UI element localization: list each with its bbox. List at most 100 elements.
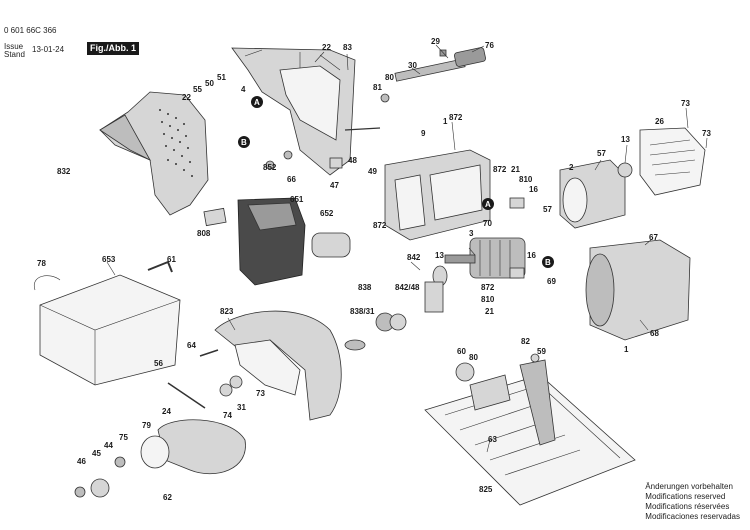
part-label: 653 (102, 255, 116, 264)
part-label: 1 (443, 117, 448, 126)
part-label: 842 (407, 253, 421, 262)
part-label: 13 (621, 135, 630, 144)
part-label: 16 (527, 251, 536, 260)
part-label: 810 (481, 295, 495, 304)
part-label: 838/31 (350, 307, 375, 316)
part-number-labels: 22 83 29 76 30 80 81 73 26 73 55 50 51 4… (37, 37, 711, 502)
part-label: 838 (358, 283, 372, 292)
part-label: 842/48 (395, 283, 420, 292)
part-label: 810 (519, 175, 533, 184)
shaft-part (394, 47, 486, 82)
part-label: 80 (469, 353, 478, 362)
lower-guard-part (140, 419, 246, 474)
notice-line-fr: Modifications réservées (645, 502, 730, 511)
part-label: 66 (287, 175, 296, 184)
hex-key-part (147, 260, 173, 273)
part-label: 832 (57, 167, 71, 176)
part-label: 83 (343, 43, 352, 52)
part-label: 60 (457, 347, 466, 356)
part-label: 73 (702, 129, 711, 138)
connector-a2-label: A (485, 200, 491, 209)
figure-label: Fig./Abb. 1 (87, 42, 139, 55)
part-label: 872 (373, 221, 387, 230)
part-label: 55 (193, 85, 202, 94)
part-label: 59 (537, 347, 546, 356)
part-label: 872 (493, 165, 507, 174)
part-label: 62 (163, 493, 172, 502)
base-plate-part (424, 359, 636, 506)
part-label: 44 (104, 441, 113, 450)
document-number: 0 601 66C 366 (4, 26, 57, 35)
part-label: 16 (529, 185, 538, 194)
part-label: 47 (330, 181, 339, 190)
notice-line-es: Modificaciones reservadas (645, 512, 740, 521)
part-label: 76 (485, 41, 494, 50)
part-label: 31 (237, 403, 246, 412)
part-label: 4 (241, 85, 246, 94)
part-label: 67 (649, 233, 658, 242)
part-label: 872 (449, 113, 463, 122)
part-label: 30 (408, 61, 417, 70)
part-label: 57 (597, 149, 606, 158)
part-label: 22 (182, 93, 191, 102)
part-label: 13 (435, 251, 444, 260)
motor-stator-part (559, 159, 626, 229)
part-label: 21 (485, 307, 494, 316)
part-label: 73 (681, 99, 690, 108)
part-label: 48 (348, 156, 357, 165)
issue-date: 13-01-24 (32, 45, 65, 54)
part-label: 45 (92, 449, 101, 458)
part-label: 872 (481, 283, 495, 292)
part-label: 29 (431, 37, 440, 46)
part-label: 82 (521, 337, 530, 346)
part-label: 75 (119, 433, 128, 442)
connector-b-marker (238, 136, 250, 148)
battery-cap-part (311, 232, 351, 258)
field-housing-part (384, 149, 491, 241)
part-label: 22 (322, 43, 331, 52)
part-label: 73 (256, 389, 265, 398)
part-label: 50 (205, 79, 214, 88)
connector-a-marker (251, 96, 263, 108)
part-label: 68 (650, 329, 659, 338)
notice-line-en: Modifications reserved (645, 492, 726, 501)
notice-line-de: Änderungen vorbehalten (645, 482, 733, 491)
blade-guard-part (214, 310, 342, 421)
part-label: 24 (162, 407, 171, 416)
part-label: 70 (483, 219, 492, 228)
part-label: 825 (479, 485, 493, 494)
part-label: 2 (569, 163, 574, 172)
part-label: 81 (373, 83, 382, 92)
part-label: 80 (385, 73, 394, 82)
part-label: 823 (220, 307, 234, 316)
fan-cover-part (639, 127, 706, 196)
part-label: 652 (320, 209, 334, 218)
connector-a-label: A (254, 98, 260, 107)
connector-a2-marker (482, 198, 494, 210)
motor-cap-part (585, 239, 691, 341)
part-label: 51 (217, 73, 226, 82)
connector-b2-marker (542, 256, 554, 268)
part-label: 1 (624, 345, 629, 354)
motor-housing-part (231, 47, 356, 176)
modifications-notice: Änderungen vorbehalten Modifications res… (645, 482, 740, 522)
part-label: 78 (37, 259, 46, 268)
part-label: 79 (142, 421, 151, 430)
part-label: 3 (469, 229, 474, 238)
part-label: 69 (547, 277, 556, 286)
charger-part (33, 274, 181, 386)
part-label: 651 (290, 195, 304, 204)
stand-label: Stand (4, 50, 25, 59)
part-label: 74 (223, 411, 232, 420)
part-label: 808 (197, 229, 211, 238)
leader-lines (106, 44, 708, 453)
part-label: 56 (154, 359, 163, 368)
part-label: 9 (421, 129, 426, 138)
part-label: 21 (511, 165, 520, 174)
part-label: 63 (488, 435, 497, 444)
part-label: 61 (167, 255, 176, 264)
part-label: 46 (77, 457, 86, 466)
part-label: 26 (655, 117, 664, 126)
